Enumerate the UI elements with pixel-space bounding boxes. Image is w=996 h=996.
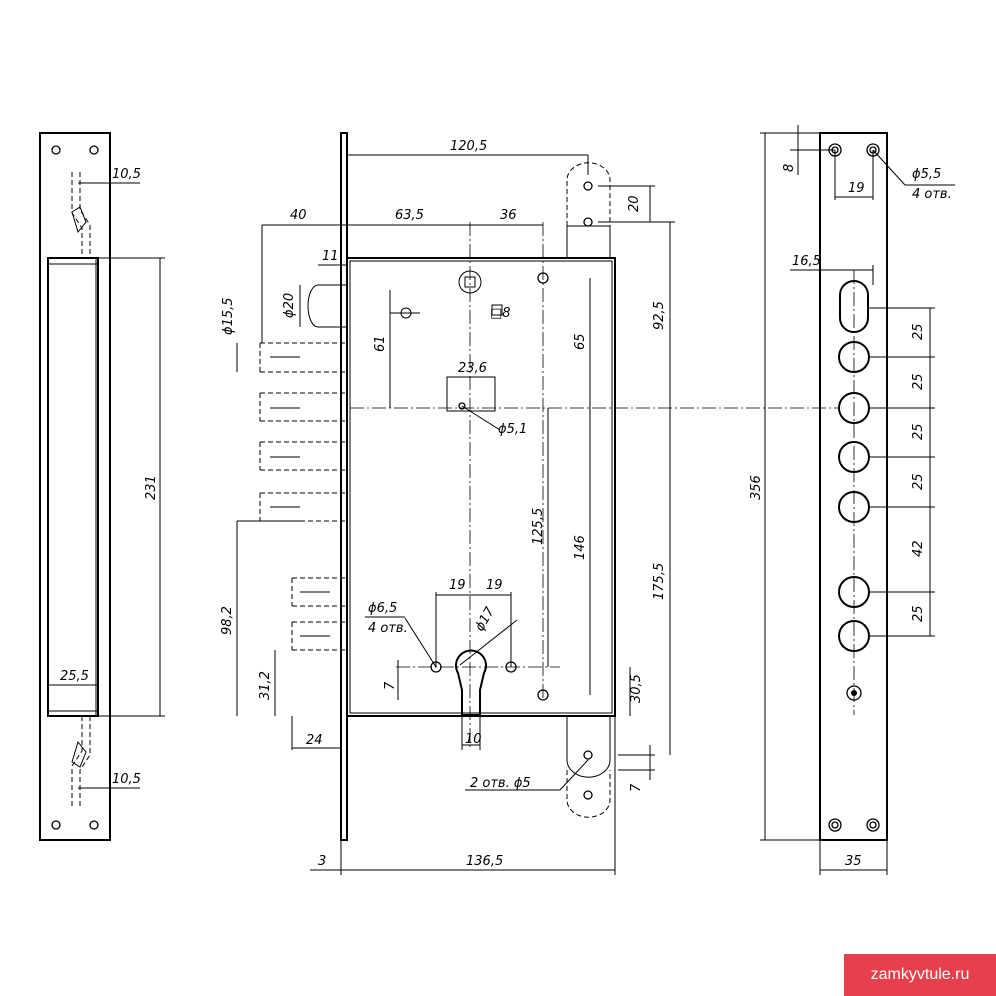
dim-4-otv-plate: 4 отв.	[912, 187, 952, 202]
dim-dia17: ϕ17	[472, 604, 498, 634]
dim-23-6: 23,6	[458, 361, 487, 376]
dim-10-5-bottom: 10,5	[112, 772, 141, 787]
dim-136-5: 136,5	[466, 854, 503, 869]
strike-plate-view	[39, 132, 165, 841]
dim-11: 11	[322, 249, 339, 264]
dim-8: 8	[782, 164, 797, 172]
dim-16-5: 16,5	[792, 254, 821, 269]
dim-3: 3	[318, 854, 326, 869]
dim-36: 36	[500, 208, 517, 223]
dim-25-5b: 25	[911, 605, 926, 622]
dim-65: 65	[573, 333, 588, 350]
dim-19a: 19	[449, 578, 466, 593]
dim-63-5: 63,5	[395, 208, 424, 223]
dim-7-left: 7	[383, 681, 398, 690]
dim-dia5-1: ϕ5,1	[498, 422, 527, 437]
dim-dia15-5: ϕ15,5	[221, 297, 236, 335]
dim-sq8: □8	[490, 306, 511, 321]
lock-body-view	[236, 132, 920, 875]
dim-19-plate: 19	[848, 181, 865, 196]
face-plate-view	[760, 125, 955, 875]
dim-120-5: 120,5	[450, 139, 487, 154]
dim-25-1: 25	[911, 323, 926, 340]
dim-98-2: 98,2	[220, 606, 235, 635]
dim-30-5: 30,5	[629, 674, 644, 703]
dim-2-otv-dia5: 2 отв. ϕ5	[470, 776, 531, 791]
dim-20-top: 20	[627, 195, 642, 212]
dim-19b: 19	[486, 578, 503, 593]
dim-146: 146	[573, 535, 588, 560]
dim-175-5: 175,5	[652, 563, 667, 600]
dim-4-otv: 4 отв.	[368, 621, 408, 636]
dim-24: 24	[306, 733, 323, 748]
dim-25-5: 25,5	[60, 669, 89, 684]
dim-31-2: 31,2	[258, 671, 273, 700]
site-watermark: zamkyvtule.ru	[844, 954, 996, 996]
dim-231: 231	[144, 475, 159, 500]
dim-25-2: 25	[911, 373, 926, 390]
dim-35: 35	[845, 854, 862, 869]
dim-356: 356	[749, 475, 764, 500]
dim-42: 42	[911, 540, 926, 557]
dim-125-5: 125,5	[531, 508, 546, 545]
dim-92-5: 92,5	[652, 301, 667, 330]
dim-dia5-5: ϕ5,5	[912, 167, 941, 182]
dim-10-5-top: 10,5	[112, 167, 141, 182]
dim-dia6-5: ϕ6,5	[368, 601, 397, 616]
dim-61: 61	[373, 335, 388, 352]
dim-40: 40	[290, 208, 307, 223]
dim-25-4: 25	[911, 473, 926, 490]
dim-dia20: ϕ20	[282, 293, 297, 318]
dim-25-3: 25	[911, 423, 926, 440]
dim-10: 10	[465, 732, 482, 747]
dim-7-right: 7	[629, 783, 644, 792]
